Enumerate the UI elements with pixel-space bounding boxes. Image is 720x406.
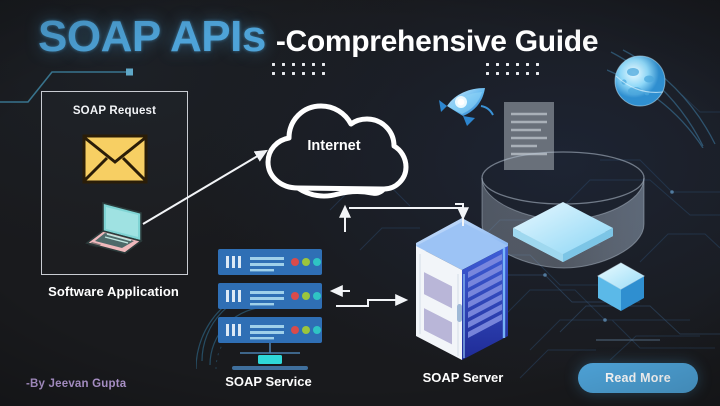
decor-dot (516, 72, 519, 75)
decor-dot (312, 63, 315, 66)
decor-dot (496, 63, 499, 66)
author-byline: -By Jeevan Gupta (26, 378, 127, 390)
page-title: SOAP APIs -Comprehensive Guide (38, 12, 599, 62)
server-tower-icon (416, 218, 508, 360)
decor-dot (486, 72, 489, 75)
decor-dot (506, 72, 509, 75)
decor-dot (322, 72, 325, 75)
rocket-icon (439, 88, 494, 126)
decor-dot (536, 63, 539, 66)
decor-dot (302, 72, 305, 75)
soap-service-label: SOAP Service (225, 374, 312, 389)
decor-dot (536, 72, 539, 75)
decor-dot (506, 63, 509, 66)
read-more-label: Read More (605, 371, 671, 385)
decor-dot (526, 63, 529, 66)
decor-dot (302, 63, 305, 66)
decor-dot (282, 72, 285, 75)
decor-dot (292, 72, 295, 75)
dot-grid-left (272, 63, 332, 81)
decor-dot (272, 72, 275, 75)
dot-grid-right (486, 63, 546, 81)
decor-dot (516, 63, 519, 66)
internet-label: Internet (307, 138, 361, 154)
cube-icon (596, 262, 646, 311)
decor-dot (312, 72, 315, 75)
decor-dot (486, 63, 489, 66)
decor-dot (496, 72, 499, 75)
decor-dot (322, 63, 325, 66)
software-application-panel: SOAP Request (41, 91, 188, 275)
decor-dot (526, 72, 529, 75)
page-title-subtitle: -Comprehensive Guide (275, 25, 599, 58)
read-more-button[interactable]: Read More (578, 363, 698, 393)
soap-server-label: SOAP Server (422, 370, 504, 385)
decor-dot (292, 63, 295, 66)
server-stack-icon (196, 249, 322, 370)
software-application-label: Software Application (48, 284, 179, 299)
decor-dot (282, 63, 285, 66)
soap-request-caption: SOAP Request (72, 105, 157, 117)
globe-icon (607, 49, 716, 148)
page-title-main: SOAP APIs (38, 12, 266, 61)
envelope-icon (82, 134, 147, 184)
laptop-icon (84, 201, 143, 254)
decor-dot (272, 63, 275, 66)
